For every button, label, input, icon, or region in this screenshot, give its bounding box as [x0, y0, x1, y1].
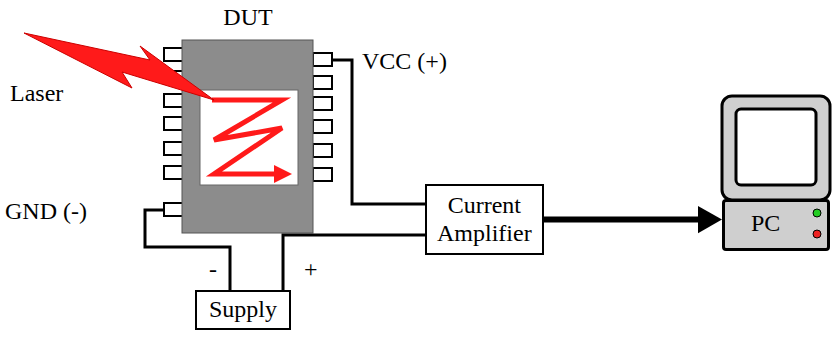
power-supply-box: Supply [195, 290, 291, 330]
node-text: PC [751, 210, 780, 238]
arrowhead [698, 206, 722, 233]
connector-line [333, 60, 425, 204]
terminal-sign: - [209, 256, 217, 284]
connector-line [544, 217, 699, 223]
laser-scan-arrowhead [274, 165, 292, 183]
wire [283, 235, 425, 290]
chip-body [182, 40, 313, 233]
node-text: DUT [163, 0, 333, 32]
node-text: Supply [209, 296, 277, 324]
wire [333, 60, 425, 204]
laser-label: Laser [10, 80, 63, 108]
pin-name: VCC (+) [362, 48, 447, 76]
terminal-sign: + [304, 256, 318, 284]
laser-scan-path [212, 100, 282, 174]
chip-die [200, 90, 298, 185]
wire [145, 210, 230, 290]
node-text: Current Amplifier [437, 192, 532, 247]
signal-arrow [544, 206, 722, 233]
pin-name: GND (-) [5, 198, 87, 226]
connector-line [145, 210, 230, 290]
process-box: Current Amplifier [425, 184, 544, 255]
computer-monitor [722, 96, 830, 250]
connector-line [283, 235, 425, 290]
computer-base: PC [722, 199, 830, 251]
device-under-test: DUT [163, 0, 333, 238]
